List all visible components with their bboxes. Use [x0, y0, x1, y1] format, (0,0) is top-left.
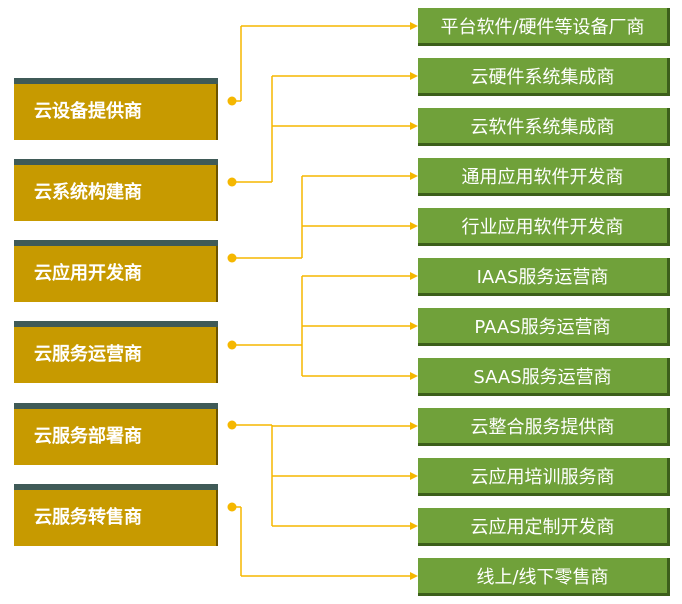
- arrowhead: [410, 172, 418, 180]
- left-box-service-deployer: 云服务部署商: [14, 403, 218, 465]
- right-box-label: SAAS服务运营商: [473, 366, 612, 388]
- right-box-label: 云硬件系统集成商: [470, 66, 615, 88]
- left-box-label: 云应用开发商: [34, 263, 142, 284]
- right-box-paas-operator: PAAS服务运营商: [418, 308, 670, 346]
- right-box-label: 云软件系统集成商: [470, 116, 615, 138]
- arrowhead: [410, 372, 418, 380]
- arrowhead: [410, 272, 418, 280]
- right-box-label: 云应用培训服务商: [470, 466, 615, 488]
- right-box-training-provider: 云应用培训服务商: [418, 458, 670, 496]
- left-box-service-reseller: 云服务转售商: [14, 484, 218, 546]
- right-box-general-app-dev: 通用应用软件开发商: [418, 158, 670, 196]
- connector-dot: [227, 340, 237, 350]
- right-box-label: 云应用定制开发商: [470, 516, 615, 538]
- left-box-service-operator: 云服务运营商: [14, 321, 218, 383]
- arrowhead: [410, 572, 418, 580]
- arrowhead: [410, 122, 418, 130]
- right-box-label: IAAS服务运营商: [476, 266, 609, 288]
- right-box-retailer: 线上/线下零售商: [418, 558, 670, 596]
- left-box-system-builder: 云系统构建商: [14, 159, 218, 221]
- right-box-saas-operator: SAAS服务运营商: [418, 358, 670, 396]
- right-box-label: 线上/线下零售商: [476, 566, 609, 588]
- right-box-iaas-operator: IAAS服务运营商: [418, 258, 670, 296]
- left-box-label: 云服务部署商: [34, 426, 142, 447]
- arrowhead: [410, 322, 418, 330]
- left-box-label: 云服务运营商: [34, 344, 142, 365]
- left-box-label: 云服务转售商: [34, 507, 142, 528]
- right-box-label: PAAS服务运营商: [474, 316, 611, 338]
- arrowhead: [410, 72, 418, 80]
- right-box-integration-provider: 云整合服务提供商: [418, 408, 670, 446]
- arrowhead: [410, 22, 418, 30]
- right-box-label: 平台软件/硬件等设备厂商: [440, 16, 645, 38]
- left-box-label: 云系统构建商: [34, 182, 142, 203]
- right-box-sw-integrator: 云软件系统集成商: [418, 108, 670, 146]
- left-box-app-developer: 云应用开发商: [14, 240, 218, 302]
- connector-dot: [227, 177, 237, 187]
- right-box-label: 云整合服务提供商: [470, 416, 615, 438]
- right-box-label: 通用应用软件开发商: [461, 166, 624, 188]
- connector-dot: [227, 502, 237, 512]
- right-box-industry-app-dev: 行业应用软件开发商: [418, 208, 670, 246]
- right-box-hw-integrator: 云硬件系统集成商: [418, 58, 670, 96]
- right-box-hardware-vendor: 平台软件/硬件等设备厂商: [418, 8, 670, 46]
- right-box-label: 行业应用软件开发商: [461, 216, 624, 238]
- connector-dot: [227, 96, 237, 106]
- left-box-device-provider: 云设备提供商: [14, 78, 218, 140]
- left-box-label: 云设备提供商: [34, 101, 142, 122]
- connector-dot: [227, 253, 237, 263]
- right-box-custom-dev: 云应用定制开发商: [418, 508, 670, 546]
- arrowhead: [410, 222, 418, 230]
- arrowhead: [410, 522, 418, 530]
- arrowhead: [410, 422, 418, 430]
- connector-dot: [227, 420, 237, 430]
- arrowhead: [410, 472, 418, 480]
